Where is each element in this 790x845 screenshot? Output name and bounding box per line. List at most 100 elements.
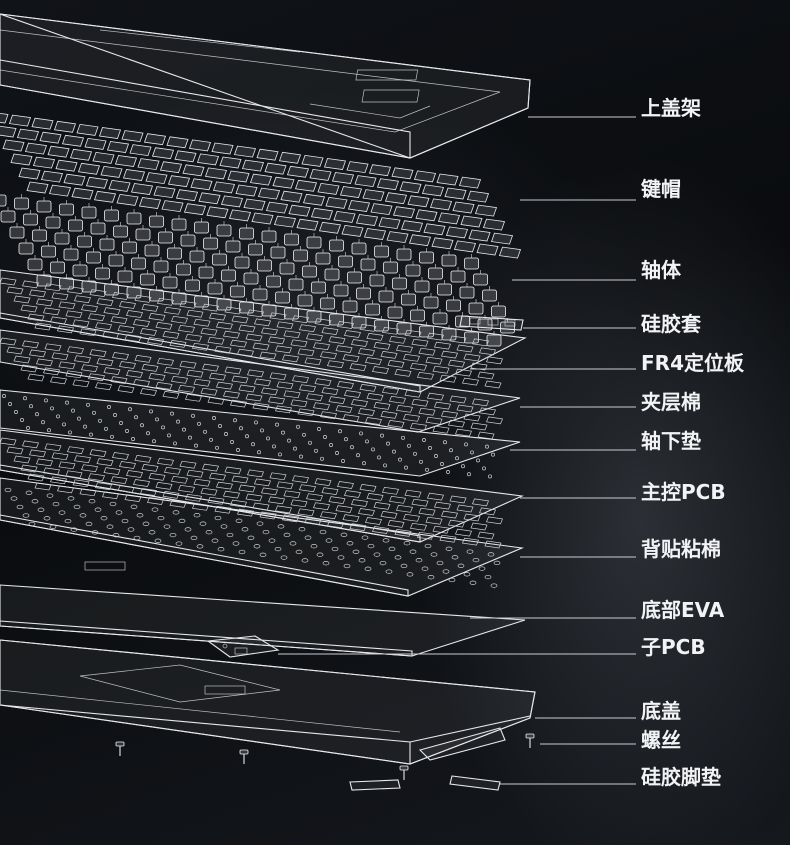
pcb-cutout <box>230 499 247 508</box>
switch <box>275 291 290 304</box>
foam-cutout <box>441 410 458 419</box>
plate-cutout <box>337 321 354 329</box>
keycap <box>130 183 154 195</box>
switch <box>401 293 416 306</box>
foam-hole <box>451 555 459 560</box>
pcb-cutout <box>44 443 62 452</box>
plate-cutout <box>58 301 76 310</box>
foam-cutout <box>216 381 233 390</box>
plate-cutout <box>89 289 107 297</box>
pcb-cutout <box>261 487 278 496</box>
keycap <box>100 165 123 178</box>
pcb-cutout <box>276 481 294 490</box>
foam-hole <box>220 524 228 529</box>
pcb-cutout <box>427 492 444 501</box>
plate-cutout <box>193 318 211 327</box>
keycap <box>436 173 459 186</box>
foam-cutout <box>380 411 398 419</box>
switch <box>446 299 461 312</box>
plate-cutout <box>382 326 399 335</box>
keycap <box>423 223 446 236</box>
foam-hole <box>43 516 51 521</box>
switch <box>27 258 43 271</box>
fr4-plate-illustration <box>0 269 527 393</box>
plate-cutout <box>380 351 398 359</box>
plate-cutout <box>455 368 472 377</box>
foam-hole <box>325 538 333 543</box>
keycap <box>233 145 257 158</box>
plate-cutout <box>0 277 17 286</box>
pad-dot <box>317 427 321 431</box>
pad-dot <box>110 434 114 439</box>
foam-hole <box>70 527 78 532</box>
plate-cutout <box>449 335 467 344</box>
switch <box>239 227 254 240</box>
switch <box>419 251 434 264</box>
plate-cutout <box>299 324 316 333</box>
plate-cutout <box>148 313 166 321</box>
plate-cutout <box>200 327 218 336</box>
switch <box>225 240 241 253</box>
foam-cutout <box>88 373 105 382</box>
plate-cutout <box>96 298 114 306</box>
foam-hole <box>403 541 411 546</box>
keycap <box>355 214 379 226</box>
pad-dot <box>194 443 198 448</box>
foam-cutout <box>427 392 444 401</box>
keycap <box>183 203 207 216</box>
foam-cutout <box>449 395 467 404</box>
pad-dot <box>41 420 45 425</box>
keycaps-illustration <box>0 112 522 259</box>
plate-cutout <box>57 325 74 334</box>
foam-cutout <box>223 390 240 399</box>
foam-hole <box>316 552 324 557</box>
switch <box>198 266 214 279</box>
plate-cutout <box>486 356 503 365</box>
pcb-cutout <box>237 508 254 517</box>
foam-cutout <box>96 358 114 366</box>
foam-hole <box>304 535 312 540</box>
switch <box>36 200 52 213</box>
pcb-cutout <box>297 508 315 517</box>
foam-hole <box>58 510 66 515</box>
foam-hole <box>487 552 495 557</box>
foam-cutout <box>22 340 39 349</box>
pcb-cutout <box>403 513 420 522</box>
switch <box>18 242 34 255</box>
foam-hole <box>343 563 351 569</box>
keycap <box>452 201 475 214</box>
foam-cutout <box>269 372 287 381</box>
pad-dot <box>152 439 156 444</box>
switch <box>392 277 407 290</box>
keycap <box>63 173 86 186</box>
foam-hole <box>280 555 288 560</box>
switch <box>333 284 349 297</box>
switch <box>126 212 142 225</box>
plate-cutout <box>22 280 39 289</box>
plate-cutout <box>34 322 52 331</box>
plate-cutout <box>43 307 60 316</box>
keycap <box>243 198 266 211</box>
pcb-cutout <box>223 490 240 499</box>
switch <box>459 286 475 299</box>
keycap <box>498 246 522 259</box>
pcb-cutout <box>434 501 451 510</box>
foam-cutout <box>389 395 406 404</box>
keycap <box>347 200 371 212</box>
keycap <box>431 237 454 250</box>
foam-cutout <box>117 385 135 393</box>
keycap <box>333 210 356 223</box>
pad-dot <box>329 443 333 447</box>
foam-hole <box>406 572 414 577</box>
plate-cutout <box>119 301 136 309</box>
foam-hole <box>67 496 75 501</box>
foam-cutout <box>81 364 98 373</box>
plate-cutout <box>79 328 97 337</box>
switch <box>396 248 412 261</box>
pad-dot <box>434 454 438 458</box>
pcb-cutout <box>178 484 195 493</box>
pcb-cutout <box>456 504 474 513</box>
foam-hole <box>10 496 18 501</box>
foam-cutout <box>335 405 353 413</box>
